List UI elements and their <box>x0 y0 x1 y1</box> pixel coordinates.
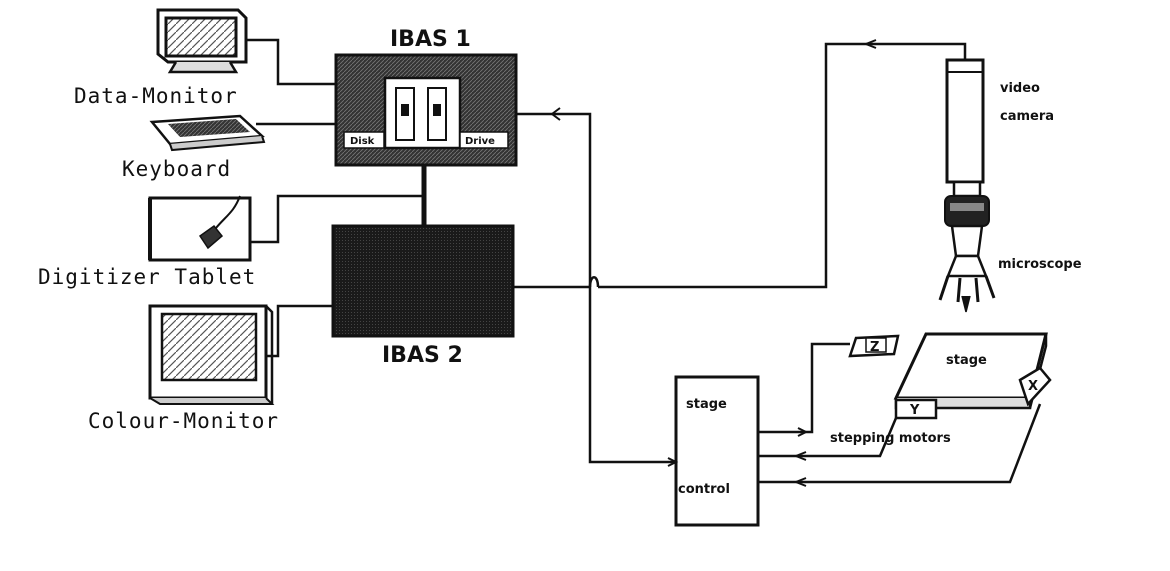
peripheral-connections <box>246 38 427 358</box>
x-motor-icon <box>1018 366 1052 407</box>
stage-control-label-bottom: control <box>678 482 730 497</box>
digitizer-tablet-label: Digitizer Tablet <box>38 265 256 289</box>
stage-control-box <box>674 375 760 527</box>
digitizer-tablet-icon <box>148 195 252 262</box>
camera-label: camera <box>1000 109 1054 124</box>
control-connections <box>516 107 1042 487</box>
stage-icon <box>893 332 1048 410</box>
stage-control-label-top: stage <box>686 397 727 412</box>
axis-z-label: Z <box>870 340 879 355</box>
axis-y-label: Y <box>909 403 920 418</box>
keyboard-label: Keyboard <box>122 157 231 181</box>
y-motor-icon <box>894 398 938 420</box>
stepping-motors-label: stepping motors <box>830 431 951 446</box>
keyboard-icon <box>149 114 266 152</box>
camera-connection <box>513 39 967 289</box>
ibas1-label: IBAS 1 <box>390 27 471 52</box>
axis-x-label: X <box>1028 379 1038 394</box>
data-monitor-label: Data-Monitor <box>74 84 238 108</box>
z-motor-icon <box>848 334 900 358</box>
microscope-label: microscope <box>998 257 1082 272</box>
colour-monitor-label: Colour-Monitor <box>88 409 279 433</box>
stage-label: stage <box>946 353 987 368</box>
ibas2-unit <box>331 224 515 338</box>
ibas1-unit <box>334 53 518 167</box>
video-camera-icon <box>945 58 985 198</box>
ibas2-label: IBAS 2 <box>382 343 463 368</box>
drive-label: Drive <box>465 136 495 147</box>
disk-label: Disk <box>350 136 375 147</box>
video-label: video <box>1000 81 1040 96</box>
data-monitor-icon <box>156 8 248 74</box>
colour-monitor-icon <box>148 304 275 405</box>
microscope-icon <box>938 195 996 313</box>
